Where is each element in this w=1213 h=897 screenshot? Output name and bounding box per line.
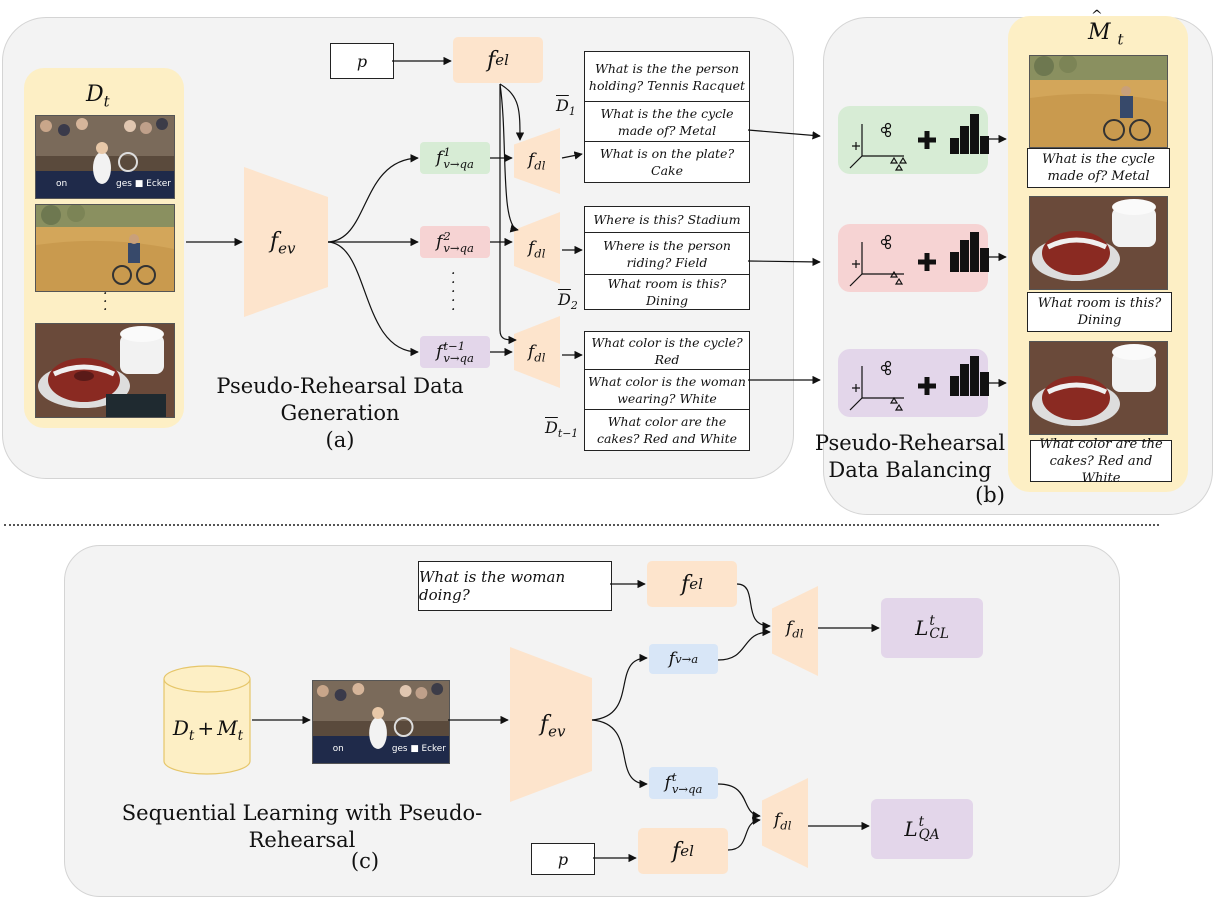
qa-item: What is the the cycle made of? Metal bbox=[585, 102, 749, 142]
memory-cake-photo-2 bbox=[1029, 341, 1168, 435]
qa-item: What color is the woman wearing? White bbox=[585, 370, 749, 410]
qa-group-1: What is the the person holding? Tennis R… bbox=[584, 51, 750, 183]
svg-text:on: on bbox=[56, 179, 67, 189]
prompt-box-c: p bbox=[531, 843, 595, 875]
decoder-c-2-label: fdl bbox=[774, 810, 792, 833]
qa-group-2: Where is this? Stadium Where is the pers… bbox=[584, 206, 750, 310]
question-box: What is the woman doing? bbox=[418, 561, 612, 611]
set-label-1: D1 bbox=[556, 96, 576, 119]
vision-encoder-a bbox=[244, 167, 328, 317]
dataset-label: Dt bbox=[86, 82, 110, 111]
vision-encoder-c-label: fev bbox=[540, 712, 566, 741]
qa-item: What is the the person holding? Tennis R… bbox=[585, 52, 749, 102]
qa-item: What color is the cycle? Red bbox=[585, 332, 749, 370]
input-tennis-photo: on ges ■ Ecker bbox=[312, 680, 450, 764]
balancing-icon-1 bbox=[849, 114, 989, 171]
qa-item: Where is this? Stadium bbox=[585, 207, 749, 233]
memory-cyclist-photo bbox=[1029, 55, 1168, 148]
cake-photo bbox=[35, 323, 175, 418]
svg-text:ges ■ Ecker: ges ■ Ecker bbox=[116, 179, 171, 189]
caption-a: Pseudo-Rehearsal Data Generation (a) bbox=[216, 374, 464, 452]
memory-caption-2: What room is this? Dining bbox=[1027, 292, 1172, 332]
decoder-c-1-label: fdl bbox=[786, 618, 804, 641]
set-label-2: D2 bbox=[558, 290, 578, 313]
svg-text:on: on bbox=[333, 744, 344, 754]
tennis-photo: on ges ■ Ecker bbox=[35, 115, 175, 199]
qa-item: Where is the person riding? Field bbox=[585, 233, 749, 275]
memory-cake-photo-1 bbox=[1029, 196, 1168, 290]
qa-item: What color are the cakes? Red and White bbox=[585, 410, 749, 450]
svg-text:ges ■ Ecker: ges ■ Ecker bbox=[392, 744, 446, 754]
balancing-icon-2 bbox=[849, 232, 989, 287]
decoder-a-3-label: fdl bbox=[528, 342, 546, 365]
memory-caption-3: What color are the cakes? Red and White bbox=[1030, 437, 1172, 486]
vision-encoder-a-label: fev bbox=[270, 229, 296, 258]
prompt-box-a: p bbox=[330, 43, 394, 79]
caption-b: Pseudo-Rehearsal Data Balancing bbox=[814, 431, 1006, 482]
decoder-a-2-label: fdl bbox=[528, 238, 546, 261]
database-cylinder bbox=[163, 665, 251, 775]
set-label-3: Dt−1 bbox=[545, 418, 579, 441]
tag-b: (b) bbox=[975, 483, 1005, 507]
cyclist-photo bbox=[35, 204, 175, 292]
database-label: Dt+Mt bbox=[172, 716, 244, 744]
caption-c: Sequential Learning with Pseudo-Rehearsa… bbox=[121, 801, 483, 852]
memory-label: ^ M t bbox=[1088, 8, 1124, 49]
qa-group-3: What color is the cycle? Red What color … bbox=[584, 331, 750, 451]
tag-c: (c) bbox=[350, 849, 380, 873]
dataset-ellipsis: ··· bbox=[103, 286, 108, 318]
qa-item: What is on the plate? Cake bbox=[585, 142, 749, 182]
decoder-a-1-label: fdl bbox=[528, 150, 546, 173]
heads-ellipsis: ····· bbox=[451, 266, 456, 318]
qa-item: What room is this? Dining bbox=[585, 275, 749, 309]
balancing-icon-3 bbox=[849, 356, 989, 411]
separator bbox=[4, 524, 1159, 526]
memory-caption-1: What is the cycle made of? Metal bbox=[1027, 148, 1170, 188]
